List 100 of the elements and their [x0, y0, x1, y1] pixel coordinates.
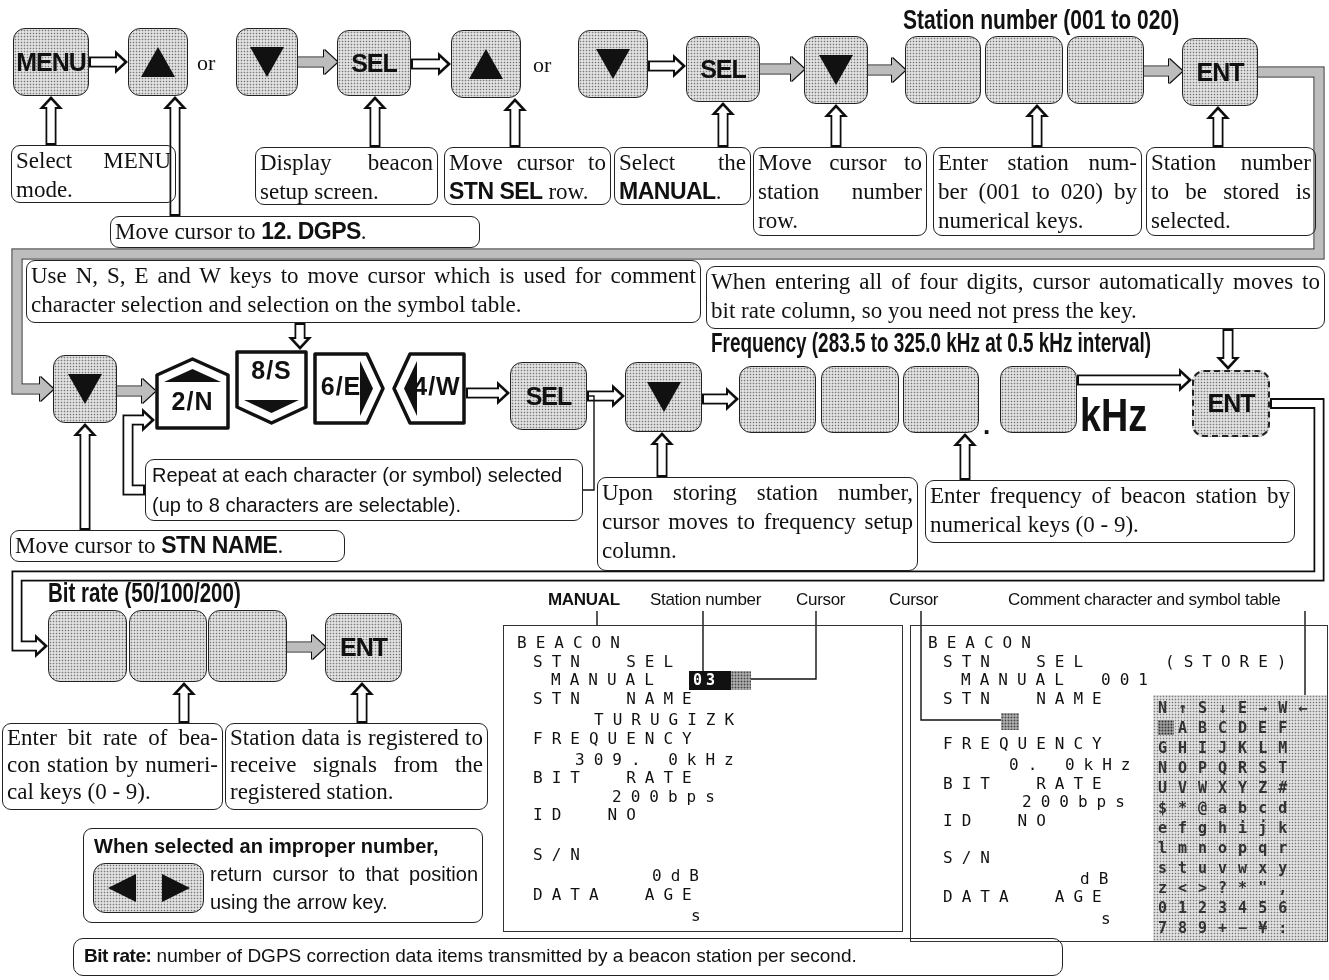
block-arrow — [163, 96, 187, 216]
block-arrow — [1206, 106, 1230, 147]
callout-label: Cursor — [889, 589, 951, 611]
decimal-point: . — [983, 412, 991, 438]
screen-text: BEACON — [928, 633, 1040, 653]
callout-box: Move cursor to 12. DGPS. — [110, 216, 480, 248]
screen-text: (STORE) — [1165, 652, 1296, 672]
block-arrow — [117, 379, 155, 403]
table-row: stuvwxy — [1158, 858, 1299, 878]
arrow-key — [625, 362, 702, 432]
callout-box: Move cursor to station number row. — [753, 147, 927, 236]
screen-text: STN SEL — [943, 652, 1093, 672]
direction-key: 6/E — [313, 352, 385, 425]
block-arrow — [1077, 368, 1192, 392]
keypad-key: ENT — [325, 613, 402, 682]
block-arrow — [89, 50, 128, 74]
block-arrow — [587, 384, 625, 408]
block-arrow — [650, 432, 674, 477]
blank-key — [1000, 366, 1077, 433]
screen-text: 0. 0kHz — [1009, 755, 1140, 775]
callout-box: When entering all of four digits, cursor automatically moves to bit rate column, so you need not press the key. — [706, 266, 1325, 329]
blank-key — [821, 366, 899, 433]
screen-text: s — [1101, 909, 1120, 929]
screen-text: BIT RATE — [943, 774, 1111, 794]
screen-text: s — [691, 906, 710, 926]
block-arrow — [953, 433, 977, 480]
arrow-key — [53, 355, 117, 423]
table-row: $*@abcd — [1158, 798, 1299, 818]
section-heading: Bit rate (50/100/200) — [48, 578, 241, 608]
callout-box: Enter station num- ber (001 to 020) by numerical keys. — [933, 147, 1142, 236]
block-arrow — [288, 323, 312, 350]
block-arrow — [12, 67, 1324, 401]
arrow-key — [236, 28, 298, 96]
screen-text: MANUAL — [551, 670, 663, 690]
leader-line — [702, 610, 704, 672]
table-row: N↑S↓E→W← — [1158, 698, 1319, 718]
blank-key — [129, 610, 207, 682]
leader-line — [1304, 610, 1306, 696]
table-row: efghijk — [1158, 818, 1299, 838]
table-row: lmnopqr — [1158, 838, 1299, 858]
table-row: GHIJKLM — [1158, 738, 1299, 758]
block-arrow — [702, 387, 739, 411]
block-arrow — [73, 423, 97, 530]
screen-text: BIT RATE — [533, 768, 701, 788]
arrow-key — [804, 36, 868, 104]
callout-box: Move cursor to STN NAME. — [10, 530, 345, 562]
blank-key — [48, 610, 127, 682]
or-text: or — [197, 50, 216, 76]
callout-box: Repeat at each character (or symbol) selected (up to 8 characters are selectable). — [145, 459, 583, 521]
screen-text: 309. 0kHz — [575, 750, 743, 770]
section-heading: Frequency (283.5 to 325.0 kHz at 0.5 kHz interval) — [711, 328, 1152, 358]
block-arrow — [11, 398, 1325, 658]
section-heading: Station number (001 to 020) — [903, 5, 1180, 35]
screen-text: DATA AGE — [943, 887, 1111, 907]
callout-label: Comment character and symbol table — [1008, 589, 1326, 611]
block-arrow — [39, 96, 63, 145]
or-text: or — [533, 52, 552, 78]
blank-key — [739, 366, 816, 433]
highlighted-digits: 03 — [689, 671, 731, 690]
callout-box: Enter frequency of beacon station by numerical keys (0 - 9). — [925, 480, 1295, 543]
callout-box: Select the MANUAL. — [614, 147, 751, 205]
note-box: Bit rate: number of DGPS correction data items transmitted by a beacon station per second. — [73, 938, 1063, 976]
screen-text: ID NO — [533, 805, 645, 825]
arrow-key — [578, 30, 648, 98]
screen-text: STN NAME — [533, 689, 701, 709]
block-arrow — [503, 98, 527, 147]
block-arrow — [824, 104, 848, 147]
block-arrow — [350, 682, 374, 723]
cursor-block — [731, 671, 751, 690]
table-row: UVWXYZ# — [1158, 778, 1299, 798]
block-arrow — [363, 96, 387, 147]
screen-text: S/N — [533, 845, 589, 865]
block-arrow — [868, 58, 905, 82]
callout-label: Cursor — [796, 589, 858, 611]
unit-label: kHz — [1080, 392, 1148, 438]
table-row: ABCDEF — [1158, 718, 1299, 738]
blank-key — [208, 610, 287, 682]
screen-text: DATA AGE — [533, 885, 701, 905]
block-arrow — [1144, 59, 1182, 83]
screen-text: BEACON — [517, 633, 629, 653]
blank-key — [985, 36, 1063, 104]
block-arrow — [1025, 104, 1049, 147]
keypad-key: ENT — [1192, 370, 1270, 437]
display-screen — [503, 625, 903, 932]
callout-box: Station data is registered to receive signals from the registered station. — [225, 723, 488, 810]
keypad-key: SEL — [337, 30, 411, 96]
block-arrow — [1216, 329, 1240, 370]
callout-heading: When selected an improper number, — [94, 834, 440, 859]
screen-text: TURUGIZK — [594, 710, 744, 730]
callout-label: Station number — [650, 589, 785, 611]
screen-text: 0dB — [652, 866, 708, 886]
arrow-key — [451, 30, 521, 98]
direction-key: 8/S — [235, 350, 308, 425]
keypad-key: ENT — [1182, 38, 1258, 106]
block-arrow — [760, 57, 804, 81]
screen-text: dB — [1080, 869, 1118, 889]
arrow-key — [93, 863, 204, 913]
callout-box: Display beacon setup screen. — [255, 147, 438, 205]
block-arrow — [287, 635, 325, 659]
blank-key — [1067, 36, 1144, 104]
